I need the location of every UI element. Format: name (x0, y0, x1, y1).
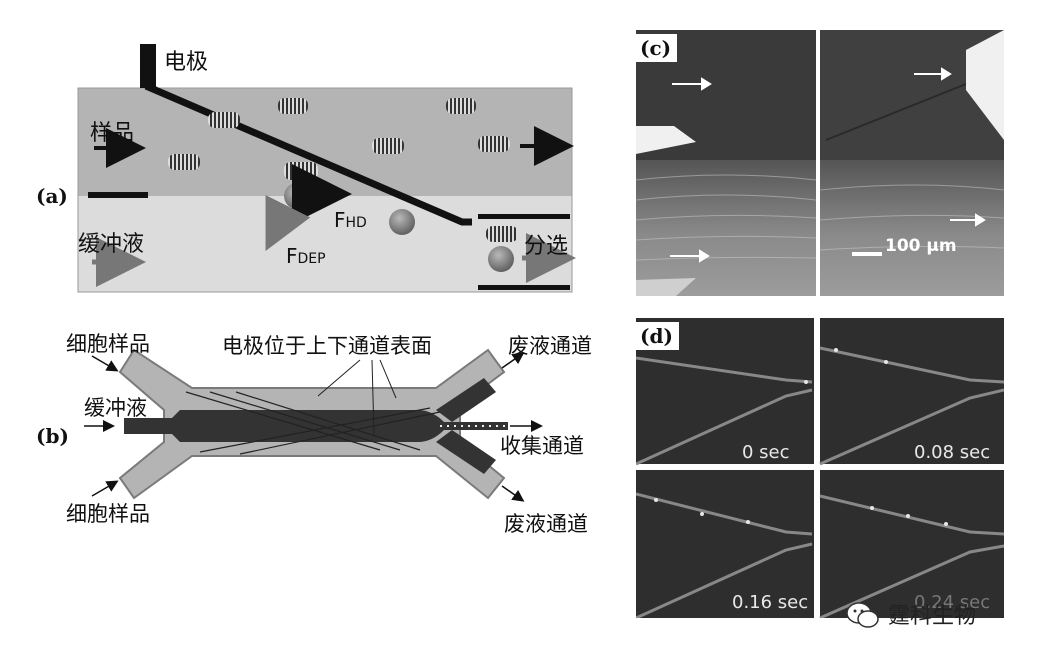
panel-label-d: (d) (634, 322, 679, 350)
watermark-text: 霆科生物 (888, 604, 977, 629)
scale-bar-label: 100 µm (885, 236, 957, 256)
cell-dots (654, 348, 948, 526)
waste-outlet-arrow-bottom (501, 485, 525, 502)
panel-label-c: (c) (634, 34, 678, 62)
electrode-label: 电极 (164, 50, 209, 75)
diagonal-electrode (144, 82, 472, 226)
wechat-icon (846, 602, 879, 628)
outlet-wall-top (478, 214, 570, 219)
waste-bottom-label: 废液通道 (504, 512, 588, 536)
panel-label-b: (b) (36, 424, 69, 448)
waste-branch-bottom (436, 430, 496, 474)
sample-label: 样品 (90, 121, 135, 146)
panel-label-a: (a) (36, 184, 68, 208)
fdep-label: FDEP (286, 244, 326, 268)
timestamp-3: 0.24 sec (914, 592, 991, 613)
cell-sphere (389, 209, 415, 235)
buffer-b-label: 缓冲液 (84, 396, 147, 420)
scale-bar (852, 252, 882, 256)
sample-inlet-arrow-bottom (91, 480, 119, 497)
waste-outlet-arrow-top (501, 352, 525, 369)
outlet-wall-bottom (478, 285, 570, 290)
bright-wall (636, 126, 696, 154)
flow-arrows-c (670, 67, 986, 263)
panel-c-micrograph (636, 30, 1004, 296)
panel-b-diagram (84, 348, 543, 502)
cell-sample-top-label: 细胞样品 (66, 332, 150, 356)
electrode-post (140, 44, 156, 88)
panel-a-diagram (77, 44, 576, 293)
electrode-lines (185, 391, 441, 455)
collect-label: 收集通道 (500, 434, 584, 458)
sample-inlet-arrow-top (91, 355, 119, 372)
frame-1 (819, 318, 1004, 466)
timestamp-2: 0.16 sec (732, 592, 809, 613)
sorted-label: 分选 (524, 234, 569, 259)
cell-sample-bottom-label: 细胞样品 (66, 502, 150, 526)
frame-2 (636, 470, 814, 618)
cell-sphere (488, 246, 514, 272)
timestamp-1: 0.08 sec (914, 442, 991, 463)
fdep-arrow (265, 195, 311, 251)
panel-d-micrographs (636, 318, 1004, 618)
buffer-label: 缓冲液 (78, 232, 145, 257)
divider-bar (88, 192, 148, 198)
timestamp-0: 0 sec (742, 442, 790, 463)
fhd-label: FHD (334, 208, 367, 232)
label-pointers (317, 359, 397, 435)
frame-3 (819, 470, 1004, 618)
electrode-note-label: 电极位于上下通道表面 (222, 334, 432, 358)
waste-top-label: 废液通道 (508, 334, 592, 358)
waste-branch-top (436, 378, 496, 422)
cell-sphere (284, 183, 310, 209)
